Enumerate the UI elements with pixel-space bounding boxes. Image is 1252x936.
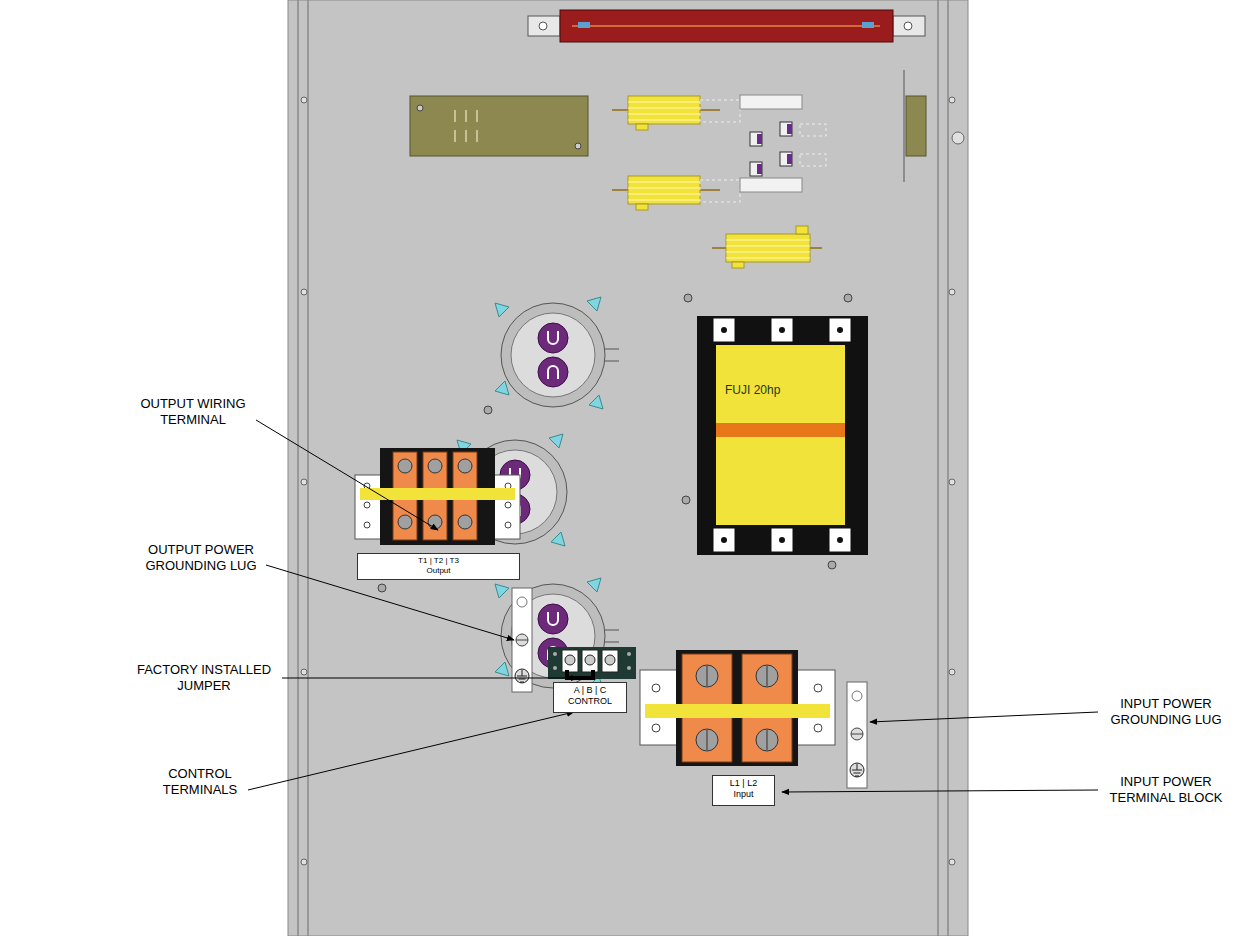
output-terminal-plate: T1 | T2 | T3Output [357, 553, 520, 580]
plate-heading: L1 | L2 [715, 778, 772, 789]
plate-heading: FUJI 20hp [725, 383, 841, 397]
plate-heading: T1 | T2 | T3 [362, 556, 515, 566]
input-terminal-plate: L1 | L2Input [712, 775, 775, 806]
callout-label: OUTPUT WIRING TERMINAL [132, 396, 254, 428]
callout-label: OUTPUT POWER GROUNDING LUG [138, 542, 264, 574]
callout-label: INPUT POWER TERMINAL BLOCK [1102, 774, 1230, 806]
transformer-body: FUJI 20hp [716, 345, 845, 525]
control-terminal-plate: A | B | CCONTROL [553, 682, 627, 713]
callout-label: INPUT POWER GROUNDING LUG [1102, 696, 1230, 728]
callout-label: FACTORY INSTALLED JUMPER [128, 662, 280, 694]
plate-heading: A | B | C [556, 685, 624, 696]
plate-text: CONTROL [556, 696, 624, 707]
callout-label: CONTROL TERMINALS [154, 766, 246, 798]
plate-text: Input [715, 789, 772, 800]
plate-text: Output [362, 566, 515, 576]
